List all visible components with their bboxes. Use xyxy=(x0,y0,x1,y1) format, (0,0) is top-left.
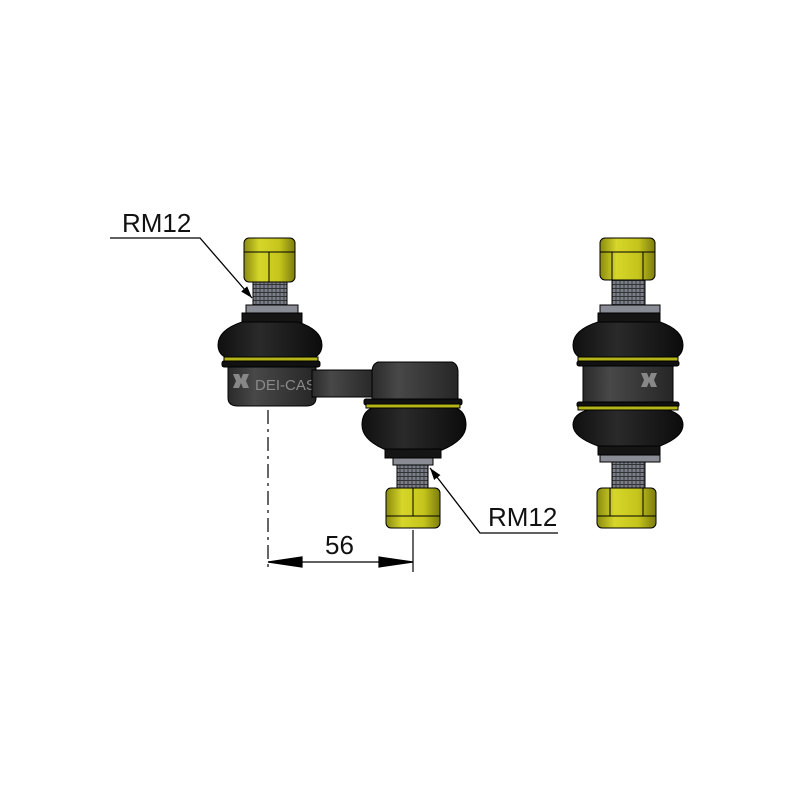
thread-label-bottom: RM12 xyxy=(488,502,557,532)
logo-icon xyxy=(233,374,249,388)
housing-right xyxy=(371,361,459,401)
ball-joint-lower xyxy=(361,361,467,529)
rubber-boot-top xyxy=(217,321,323,361)
washer-bottom xyxy=(392,457,434,466)
logo-icon xyxy=(641,373,657,387)
leader-top xyxy=(110,237,253,299)
thread-top xyxy=(252,281,288,307)
link-rod xyxy=(311,369,377,398)
rubber-boot-bottom xyxy=(361,407,467,451)
dimension-56 xyxy=(267,410,414,572)
housing-left xyxy=(227,366,317,407)
thread-bottom xyxy=(396,464,429,490)
leader-bottom xyxy=(429,467,558,534)
side-view xyxy=(572,237,684,529)
thread-label-top: RM12 xyxy=(122,208,191,238)
ball-joint-upper: DEI-CAS xyxy=(217,237,323,407)
washer-top xyxy=(245,304,299,314)
logo-text: DEI-CAS xyxy=(255,377,316,394)
dimension-value: 56 xyxy=(325,530,354,560)
